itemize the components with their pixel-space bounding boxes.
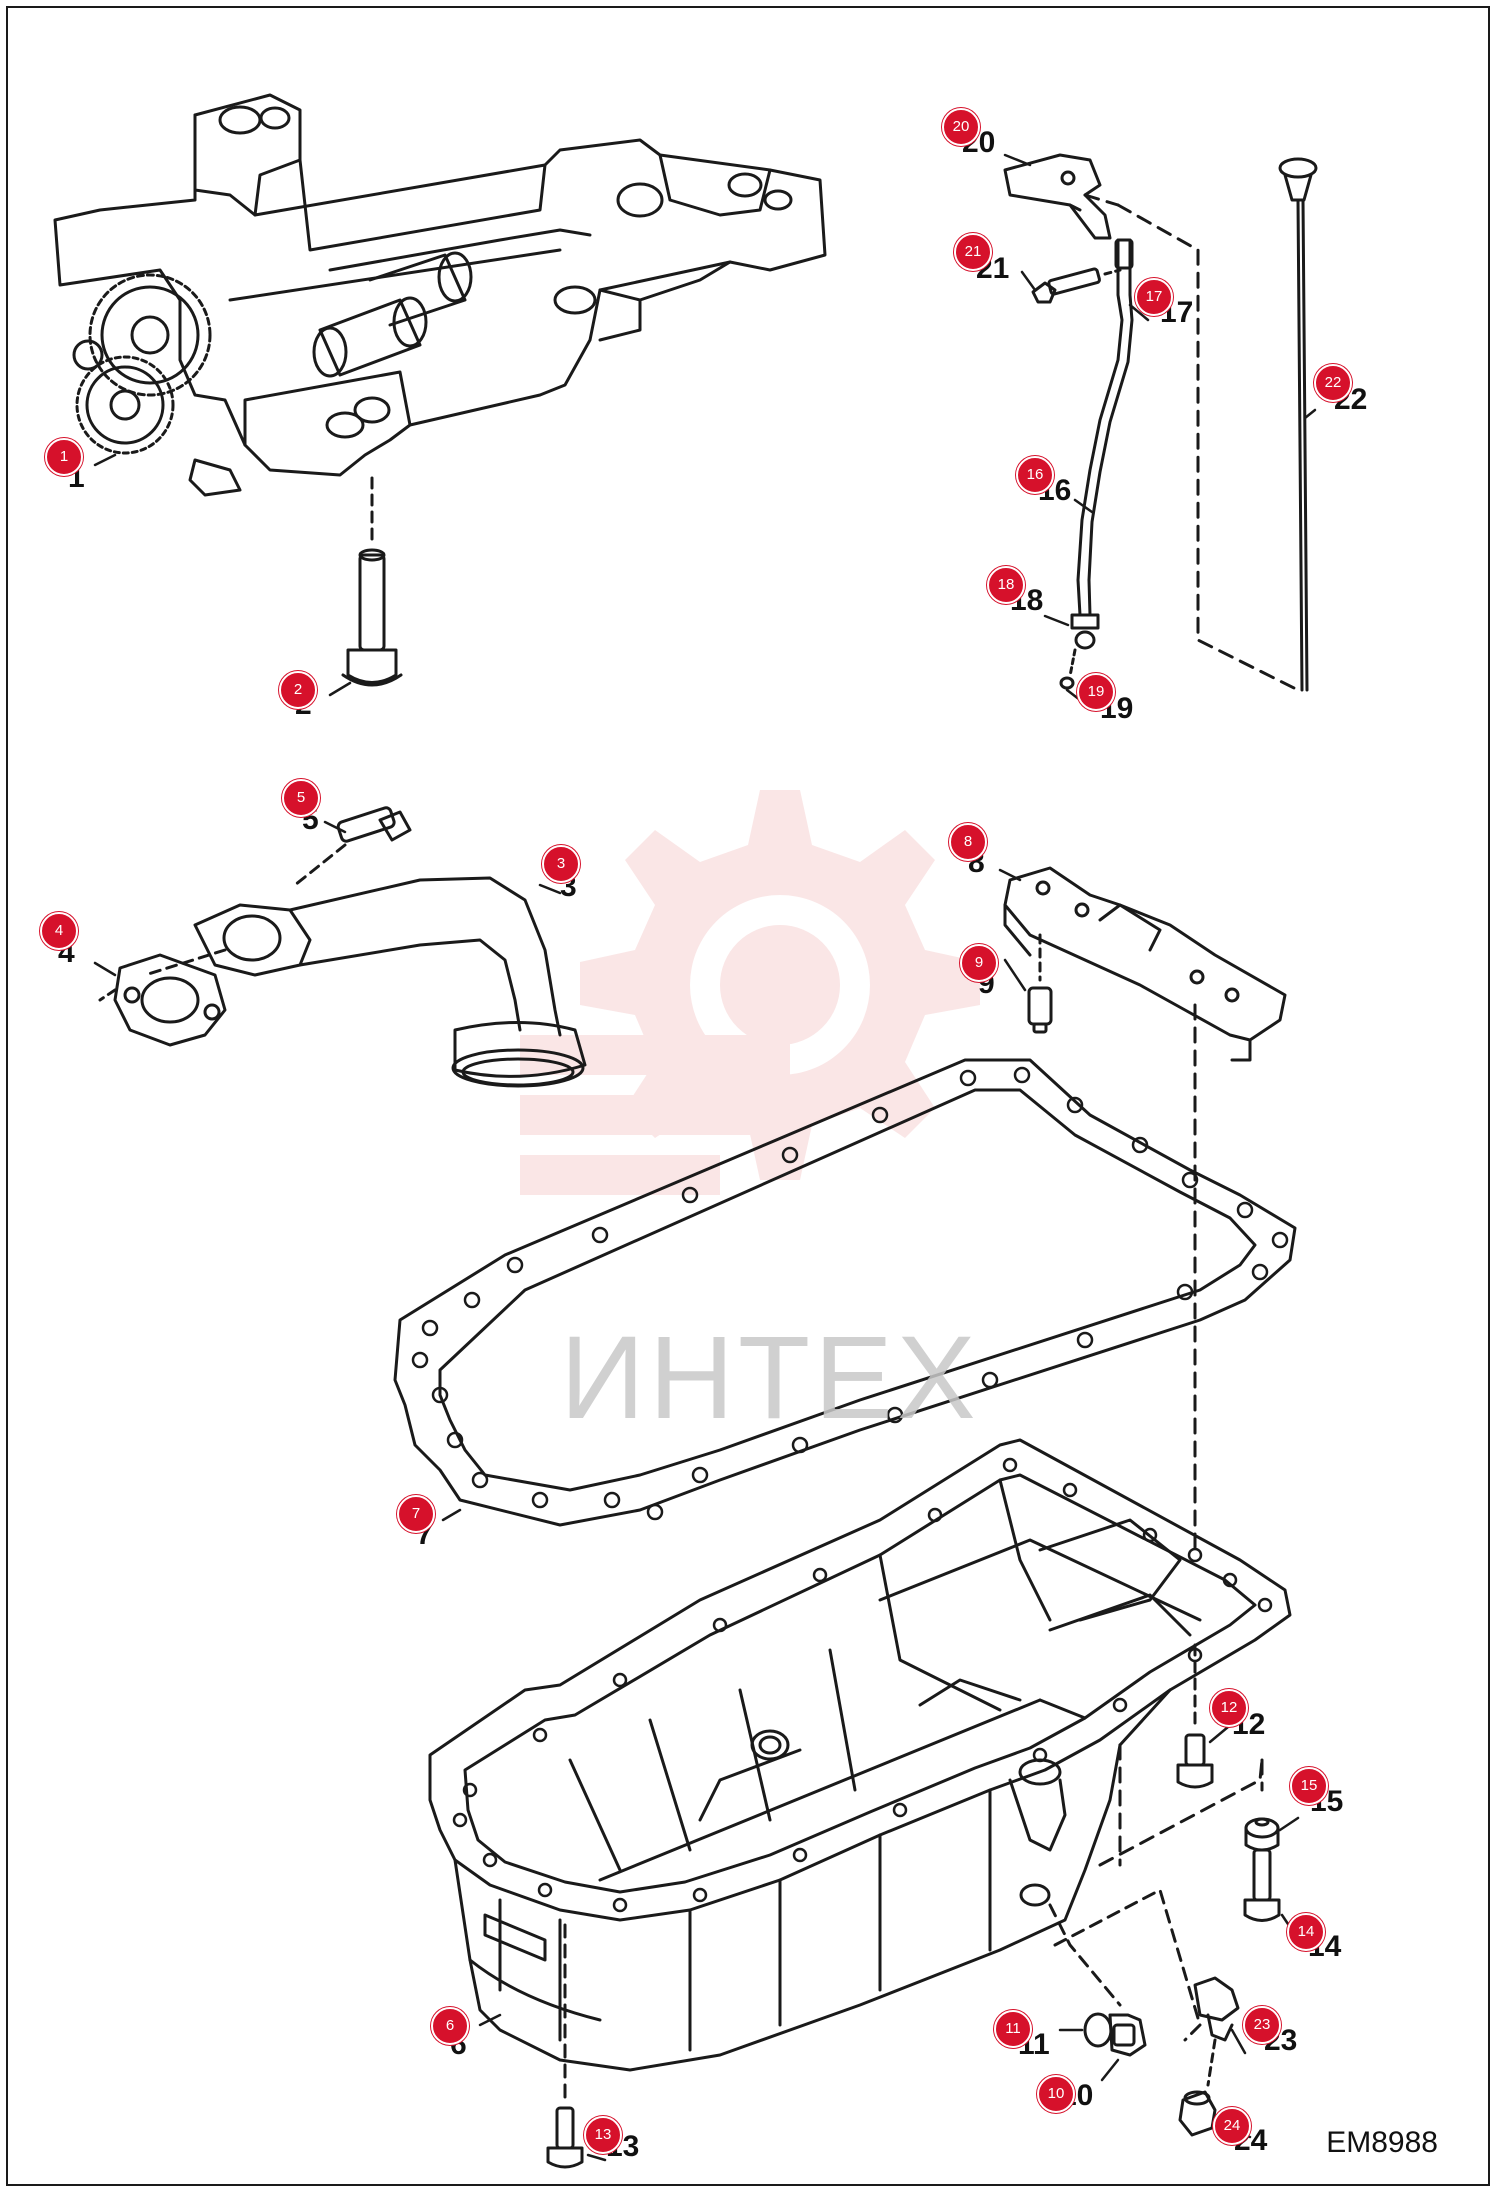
callout-20[interactable]: 20 <box>942 108 980 146</box>
dipstick-bracket <box>1003 153 1112 240</box>
drain-plug <box>1108 2013 1147 2057</box>
screw-part-9 <box>1027 933 1053 1034</box>
watermark-gear-logo <box>520 790 980 1195</box>
callout-24[interactable]: 24 <box>1213 2107 1251 2145</box>
callout-16[interactable]: 16 <box>1016 456 1054 494</box>
callout-11[interactable]: 11 <box>994 2010 1032 2048</box>
callout-22[interactable]: 22 <box>1314 364 1352 402</box>
bolt-part-21 <box>1031 267 1122 304</box>
callout-4[interactable]: 4 <box>40 912 78 950</box>
bolt-part-12 <box>1176 1643 1214 1789</box>
watermark-text: ИНТЕХ <box>560 1312 980 1444</box>
callout-17[interactable]: 17 <box>1135 278 1173 316</box>
callout-18[interactable]: 18 <box>987 566 1025 604</box>
pickup-gasket <box>113 953 227 1047</box>
callout-8[interactable]: 8 <box>949 823 987 861</box>
bolt-part-2 <box>341 476 403 687</box>
callout-1[interactable]: 1 <box>45 438 83 476</box>
diagram-frame <box>6 6 1490 2186</box>
bolt-part-14 <box>1243 1848 1281 1922</box>
drawing-code: EM8988 <box>1326 2126 1438 2159</box>
callout-9[interactable]: 9 <box>960 944 998 982</box>
callout-23[interactable]: 23 <box>1243 2006 1281 2044</box>
callout-6[interactable]: 6 <box>431 2007 469 2045</box>
guide-lines-lower-right <box>1098 1743 1264 1867</box>
bolt-part-13 <box>546 1923 584 2169</box>
oil-pickup-tube <box>98 876 587 1088</box>
callout-2[interactable]: 2 <box>279 671 317 709</box>
guide-lines-upper-right <box>1083 193 1300 692</box>
oil-pan <box>428 1438 1292 2072</box>
callout-19[interactable]: 19 <box>1077 673 1115 711</box>
bolt-part-5 <box>293 806 412 887</box>
callout-13[interactable]: 13 <box>584 2116 622 2154</box>
callout-14[interactable]: 14 <box>1287 1913 1325 1951</box>
callout-21[interactable]: 21 <box>954 233 992 271</box>
dipstick <box>1278 157 1318 692</box>
washer-part-15 <box>1244 1817 1280 1852</box>
callout-10[interactable]: 10 <box>1037 2075 1075 2113</box>
callout-7[interactable]: 7 <box>397 1495 435 1533</box>
guide-lines-drain <box>1048 1888 1202 2042</box>
dipstick-tube <box>1059 238 1134 690</box>
callout-5[interactable]: 5 <box>282 779 320 817</box>
baffle-bracket <box>1003 866 1287 1062</box>
o-ring-part-11 <box>1083 2012 1113 2048</box>
callout-3[interactable]: 3 <box>542 845 580 883</box>
drain-valve <box>1193 1976 1240 2087</box>
callout-15[interactable]: 15 <box>1290 1767 1328 1805</box>
callout-12[interactable]: 12 <box>1210 1689 1248 1727</box>
oil-pump-assembly <box>53 93 827 497</box>
valve-cap <box>1178 2090 1217 2137</box>
oil-pan-gasket <box>393 1058 1297 1527</box>
